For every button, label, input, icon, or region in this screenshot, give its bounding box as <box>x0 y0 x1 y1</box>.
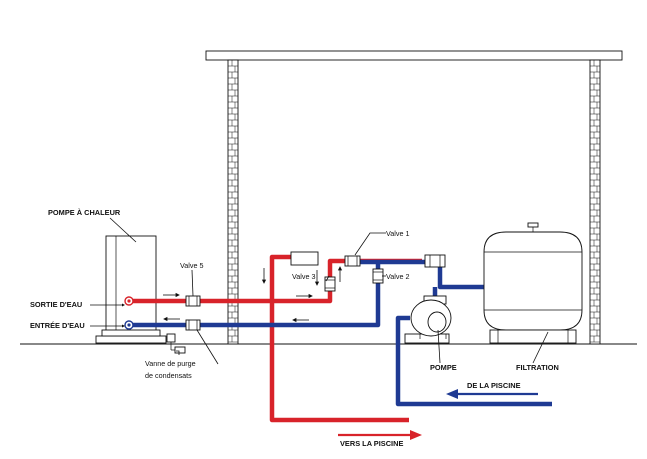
heat-pump-unit <box>95 235 167 344</box>
label-valve-1: Valve 1 <box>386 229 409 238</box>
flow-arrows <box>163 266 343 323</box>
valve-2 <box>372 268 384 284</box>
label-purge-line2: de condensats <box>145 371 192 380</box>
label-valve-3: Valve 3 <box>292 272 315 281</box>
label-purge-line1: Vanne de purge <box>145 359 196 368</box>
sand-filter <box>483 222 583 344</box>
hot-pipe-return-to-pool <box>269 254 409 423</box>
to-pool-arrow <box>338 430 422 440</box>
roof-slab <box>205 50 623 61</box>
valve-5 <box>185 295 201 307</box>
cold-pipe-valve1-to-filter <box>345 259 484 290</box>
from-pool-arrow <box>446 389 538 399</box>
valve-inlet <box>185 319 201 331</box>
condensate-purge-valve <box>166 333 186 354</box>
label-to-pool: VERS LA PISCINE <box>340 439 403 448</box>
label-from-pool: DE LA PISCINE <box>467 381 521 390</box>
label-water-out: SORTIE D'EAU <box>30 300 82 309</box>
label-pump: POMPE <box>430 363 457 372</box>
brick-pillar-left <box>227 59 239 345</box>
pool-pump <box>404 295 452 344</box>
cold-pipe-from-pool <box>395 315 552 407</box>
brick-pillar-right <box>589 59 601 345</box>
label-heat-pump: POMPE À CHALEUR <box>48 208 121 217</box>
leader-lines <box>90 217 549 365</box>
label-water-in: ENTRÉE D'EAU <box>30 321 85 330</box>
cold-pipe-heatpump-inlet <box>130 262 381 328</box>
label-valve-5: Valve 5 <box>180 261 203 270</box>
tee-fitting <box>424 254 446 268</box>
valve-3 <box>324 276 336 292</box>
return-fitting-box <box>290 251 319 266</box>
label-filtration: FILTRATION <box>516 363 559 372</box>
valve-1 <box>344 255 361 267</box>
label-valve-2: Valve 2 <box>386 272 409 281</box>
